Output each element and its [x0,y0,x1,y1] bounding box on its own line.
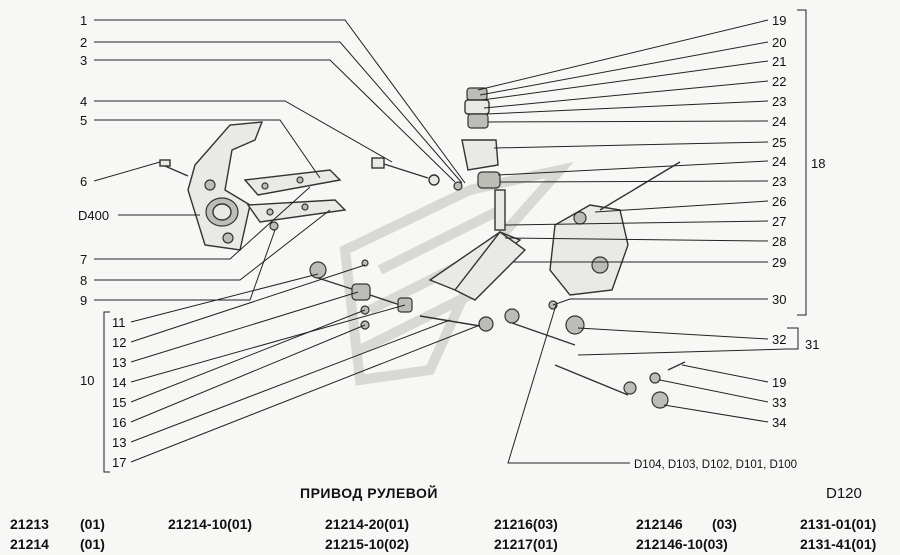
label-33: 33 [772,395,786,410]
steering-knuckle [187,121,264,251]
label-14: 14 [112,375,126,390]
model-21216: 21216(03) [494,516,558,532]
label-7: 7 [80,252,87,267]
label-28: 28 [772,234,786,249]
diagram-caption: ПРИВОД РУЛЕВОЙ [300,485,438,501]
figure-code: D120 [826,485,862,502]
label-26: 26 [772,194,786,209]
model-212146-10: 212146-10(03) [636,536,728,552]
label-4: 4 [80,94,87,109]
label-11: 11 [112,315,126,330]
label-12: 12 [112,335,126,350]
model-21214-10: 21214-10(01) [168,516,253,532]
label-32: 32 [772,332,786,347]
model-212146: 212146 [636,516,683,532]
model-21214-variant: (01) [80,536,105,552]
label-5: 5 [80,113,87,128]
codes-note: D104, D103, D102, D101, D100 [634,459,797,471]
model-21215-10: 21215-10(02) [325,536,410,552]
steering-gear-box [549,161,681,296]
model-2131-01: 2131-01(01) [800,516,877,532]
label-1: 1 [80,13,87,28]
label-25: 25 [772,135,786,150]
label-27: 27 [772,214,786,229]
label-24: 24 [772,114,786,129]
steering-arms [243,169,347,231]
label-18: 18 [811,156,825,171]
model-21213-variant: (01) [80,516,105,532]
label-34: 34 [772,415,786,430]
label-d400: D400 [78,208,109,223]
label-19b: 19 [772,375,786,390]
model-21214-20: 21214-20(01) [325,516,410,532]
label-2: 2 [80,35,87,50]
label-16: 16 [112,415,126,430]
model-21214: 21214 [10,536,49,552]
label-13b: 13 [112,435,126,450]
label-3: 3 [80,53,87,68]
label-31: 31 [805,337,819,352]
labels-left: 1 2 3 4 5 6 D400 7 8 9 10 11 12 13 14 15… [78,13,126,470]
label-29: 29 [772,255,786,270]
label-24b: 24 [772,154,786,169]
labels-right: 19 20 21 22 23 24 25 24 23 26 27 28 29 3… [634,13,825,471]
leader-lines-left [93,19,481,473]
label-8: 8 [80,273,87,288]
label-17: 17 [112,455,126,470]
label-22: 22 [772,74,786,89]
label-23b: 23 [772,174,786,189]
label-15: 15 [112,395,126,410]
label-13: 13 [112,355,126,370]
label-30: 30 [772,292,786,307]
label-20: 20 [772,35,786,50]
model-21213: 21213 [10,516,49,532]
label-23: 23 [772,94,786,109]
label-9: 9 [80,293,87,308]
model-2131-41: 2131-41(01) [800,536,877,552]
leader-lines-right [477,9,807,464]
model-212146-variant: (03) [712,516,737,532]
tie-rods [309,259,686,409]
model-21217: 21217(01) [494,536,558,552]
idler-arm-assembly [428,87,527,301]
label-21: 21 [772,54,786,69]
label-10: 10 [80,373,94,388]
bolt-6 [159,159,189,177]
label-6: 6 [80,174,87,189]
label-19: 19 [772,13,786,28]
pivot-bolt [371,157,463,191]
